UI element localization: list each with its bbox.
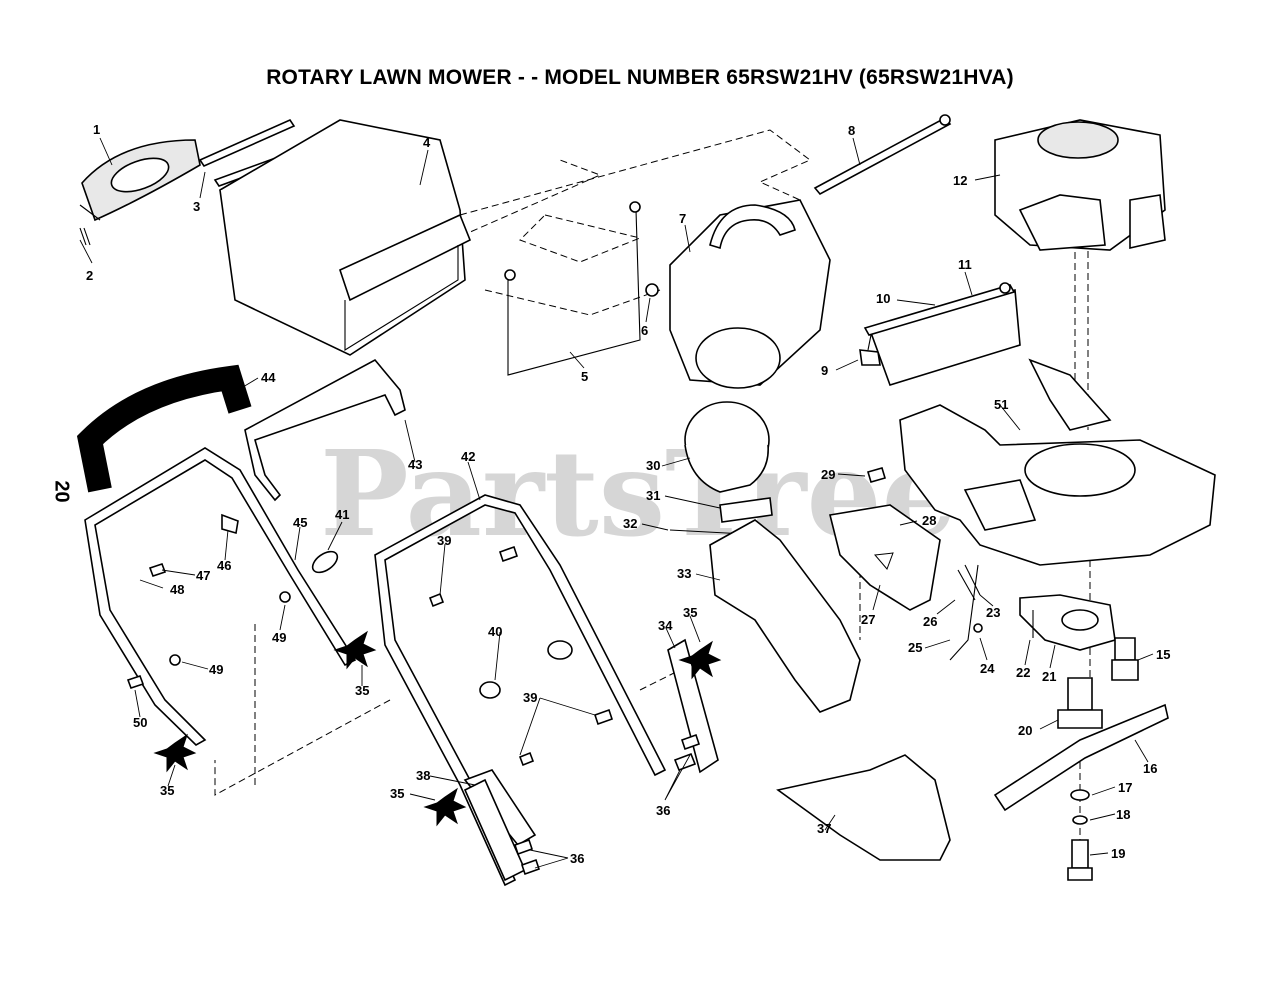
callout-35-a: 35 bbox=[355, 683, 369, 698]
callout-8: 8 bbox=[848, 123, 855, 138]
callout-45: 45 bbox=[293, 515, 307, 530]
part-9-bolt bbox=[859, 329, 881, 366]
diagram-title: ROTARY LAWN MOWER - - MODEL NUMBER 65RSW… bbox=[266, 66, 1014, 89]
callout-46: 46 bbox=[217, 558, 231, 573]
part-21-blade-adapter bbox=[1019, 594, 1116, 651]
callout-15: 15 bbox=[1156, 647, 1170, 662]
callout-35-b: 35 bbox=[160, 783, 174, 798]
part-7-discharge-plug bbox=[669, 199, 831, 389]
callout-39-a: 39 bbox=[437, 533, 451, 548]
part-12-engine bbox=[994, 119, 1166, 251]
part-10-11-rear-door bbox=[863, 282, 1021, 386]
callout-41: 41 bbox=[335, 507, 349, 522]
part-6-nut bbox=[645, 283, 659, 297]
part-5-wire bbox=[504, 201, 641, 376]
callout-37: 37 bbox=[817, 821, 831, 836]
callout-27: 27 bbox=[861, 612, 875, 627]
part-19-blade-bolt bbox=[1067, 839, 1093, 881]
callout-35-c: 35 bbox=[390, 786, 404, 801]
callout-48: 48 bbox=[170, 582, 184, 597]
callout-19: 19 bbox=[1111, 846, 1125, 861]
callout-25: 25 bbox=[908, 640, 922, 655]
callout-44: 44 bbox=[261, 370, 276, 385]
part-31-spring bbox=[719, 497, 773, 523]
callout-33: 33 bbox=[677, 566, 691, 581]
callout-7: 7 bbox=[679, 211, 686, 226]
part-15-bolt bbox=[1111, 637, 1139, 681]
callout-42: 42 bbox=[461, 449, 475, 464]
part-1-handle-cover bbox=[79, 139, 201, 222]
callout-12: 12 bbox=[953, 173, 967, 188]
part-2-clip bbox=[79, 227, 91, 246]
callout-49-a: 49 bbox=[272, 630, 286, 645]
part-30-mulch-cap bbox=[684, 401, 770, 493]
callout-36-b: 36 bbox=[570, 851, 584, 866]
callout-35-d: 35 bbox=[683, 605, 697, 620]
hardware-small bbox=[221, 513, 573, 699]
callout-34: 34 bbox=[658, 618, 673, 633]
callout-17: 17 bbox=[1118, 780, 1132, 795]
callout-26: 26 bbox=[923, 614, 937, 629]
callout-6: 6 bbox=[641, 323, 648, 338]
part-29-clip bbox=[867, 467, 886, 483]
callout-51: 51 bbox=[994, 397, 1008, 412]
callout-3: 3 bbox=[193, 199, 200, 214]
callout-43: 43 bbox=[408, 457, 422, 472]
part-20-adapter bbox=[1057, 677, 1103, 729]
callout-5: 5 bbox=[581, 369, 588, 384]
callout-23: 23 bbox=[986, 605, 1000, 620]
callout-32: 32 bbox=[623, 516, 637, 531]
part-34-bracket bbox=[667, 638, 719, 774]
part-17-18-washers bbox=[1070, 789, 1090, 825]
callout-36-a: 36 bbox=[656, 803, 670, 818]
callout-21: 21 bbox=[1042, 669, 1056, 684]
callout-2: 2 bbox=[86, 268, 93, 283]
callout-38: 38 bbox=[416, 768, 430, 783]
callout-1: 1 bbox=[93, 122, 100, 137]
callout-49-b: 49 bbox=[209, 662, 223, 677]
callout-29: 29 bbox=[821, 467, 835, 482]
callout-47: 47 bbox=[196, 568, 210, 583]
part-23-26-linkage bbox=[949, 564, 983, 661]
callout-labels: 1 2 3 4 5 6 7 8 9 10 11 12 15 16 17 18 1… bbox=[86, 122, 1170, 866]
callout-11: 11 bbox=[958, 257, 972, 272]
callout-40: 40 bbox=[488, 624, 502, 639]
callout-leader-lines bbox=[79, 137, 1154, 869]
callout-39-b: 39 bbox=[523, 690, 537, 705]
part-37-deflector bbox=[776, 754, 951, 861]
part-16-blade bbox=[993, 703, 1169, 812]
part-33-mulch-chute bbox=[709, 519, 861, 713]
part-43-upper-handle bbox=[244, 358, 406, 502]
part-44-handle-grip bbox=[76, 364, 252, 493]
part-35-knobs bbox=[153, 630, 722, 827]
part-51-mower-deck bbox=[899, 358, 1216, 566]
callout-20: 20 bbox=[1018, 723, 1032, 738]
callout-22: 22 bbox=[1016, 665, 1030, 680]
callout-10: 10 bbox=[876, 291, 890, 306]
callout-31: 31 bbox=[646, 488, 660, 503]
part-28-side-chute bbox=[829, 504, 941, 611]
callout-30: 30 bbox=[646, 458, 660, 473]
callout-50: 50 bbox=[133, 715, 147, 730]
callout-24: 24 bbox=[980, 661, 995, 676]
callout-9: 9 bbox=[821, 363, 828, 378]
part-8-axle-rod bbox=[813, 114, 952, 196]
callout-4: 4 bbox=[423, 135, 431, 150]
hardware-bolts bbox=[126, 545, 701, 876]
part-45-lower-handle-left bbox=[84, 447, 357, 746]
part-4-grass-bag bbox=[219, 119, 472, 356]
callout-28: 28 bbox=[922, 513, 936, 528]
callout-18: 18 bbox=[1116, 807, 1130, 822]
callout-16: 16 bbox=[1143, 761, 1157, 776]
